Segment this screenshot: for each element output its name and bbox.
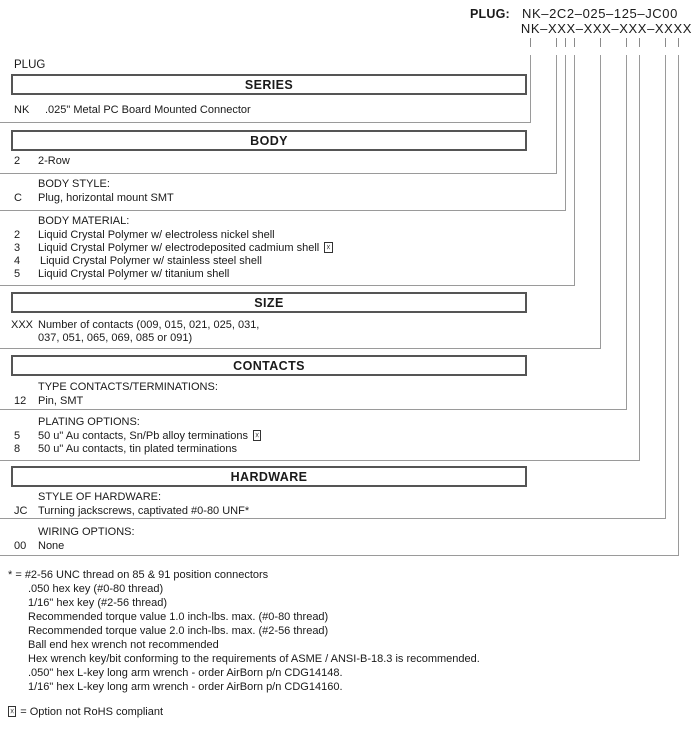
rule-body-material-bottom [0, 285, 575, 286]
desc-body-material-5-text: Liquid Crystal Polymer w/ titanium shell [38, 268, 230, 280]
rule-wiring-bottom [0, 555, 679, 556]
desc-plating-5: 50 u" Au contacts, Sn/Pb alloy terminati… [38, 430, 262, 442]
code-series-nk: NK [14, 104, 30, 116]
leader-line-hardware [665, 55, 666, 518]
desc-wiring-00: None [38, 540, 65, 552]
footnote-line-8: 1/16" hex L-key long arm wrench - order … [28, 681, 343, 693]
code-body-material-4: 4 [14, 255, 21, 267]
subheader-body-style: BODY STYLE: [38, 178, 110, 190]
tick-body-material [574, 38, 575, 47]
desc-contact-type-12: Pin, SMT [38, 395, 84, 407]
rule-body-row-bottom [0, 173, 557, 174]
subheader-body-material: BODY MATERIAL: [38, 215, 130, 227]
subheader-plating-options: PLATING OPTIONS: [38, 416, 140, 428]
leader-line-wiring [678, 55, 679, 555]
section-header-size: SIZE [11, 292, 527, 313]
tick-wiring [678, 38, 679, 47]
rule-series-bottom [0, 122, 531, 123]
desc-plating-8-text: 50 u" Au contacts, tin plated terminatio… [38, 443, 237, 455]
rule-hardware-bottom [0, 518, 666, 519]
code-plating-5: 5 [14, 430, 21, 442]
footnote-line-5: Ball end hex wrench not recommended [28, 639, 219, 651]
desc-body-material-4-text: Liquid Crystal Polymer w/ stainless stee… [40, 255, 262, 267]
code-hardware-jc: JC [14, 505, 28, 517]
tick-plating [639, 38, 640, 47]
subheader-hardware-style: STYLE OF HARDWARE: [38, 491, 162, 503]
desc-body-material-5: Liquid Crystal Polymer w/ titanium shell [38, 268, 229, 280]
footnote-line-2: 1/16" hex key (#2-56 thread) [28, 597, 168, 609]
rohs-legend-text: = Option not RoHS compliant [20, 706, 164, 718]
code-contact-type-12: 12 [14, 395, 27, 407]
part-number-label: PLUG: [470, 7, 510, 21]
desc-size-line2: 037, 051, 065, 069, 085 or 091) [38, 332, 193, 344]
tick-series [530, 38, 531, 47]
desc-body-material-2: Liquid Crystal Polymer w/ electroless ni… [38, 229, 275, 241]
tick-hardware [665, 38, 666, 47]
code-body-style-c: C [14, 192, 22, 204]
leader-line-body-style [565, 55, 566, 210]
footnote-line-3: Recommended torque value 1.0 inch-lbs. m… [28, 611, 329, 623]
part-number-example: NK–2C2–025–125–JC00 [522, 6, 678, 21]
part-number-header: PLUG: NK–2C2–025–125–JC00 NK–XXX–XXX–XXX… [470, 6, 692, 36]
leader-line-contact-type [626, 55, 627, 409]
rule-plating-bottom [0, 460, 640, 461]
plug-label: PLUG [14, 59, 46, 71]
tick-body-row [556, 38, 557, 47]
rohs-noncompliant-icon: ☓ [324, 242, 333, 253]
footnote-line-0: * = #2-56 UNC thread on 85 & 91 position… [8, 569, 269, 581]
desc-plating-5-text: 50 u" Au contacts, Sn/Pb alloy terminati… [38, 430, 248, 442]
desc-body-material-4: Liquid Crystal Polymer w/ stainless stee… [40, 255, 262, 267]
rohs-legend: ☓= Option not RoHS compliant [8, 706, 163, 718]
subheader-wiring-options: WIRING OPTIONS: [38, 526, 135, 538]
desc-body-material-2-text: Liquid Crystal Polymer w/ electroless ni… [38, 229, 275, 241]
part-number-template: NK–XXX–XXX–XXX–XXXX [520, 21, 692, 36]
code-body-2row: 2 [14, 155, 21, 167]
rule-contact-type-bottom [0, 409, 627, 410]
desc-plating-8: 50 u" Au contacts, tin plated terminatio… [38, 443, 237, 455]
leader-line-body-row [556, 55, 557, 173]
desc-hardware-jc: Turning jackscrews, captivated #0-80 UNF… [38, 505, 250, 517]
rule-size-bottom [0, 348, 601, 349]
desc-size-line1: Number of contacts (009, 015, 021, 025, … [38, 319, 260, 331]
section-header-contacts: CONTACTS [11, 355, 527, 376]
section-header-series: SERIES [11, 74, 527, 95]
desc-body-2row: 2-Row [38, 155, 70, 167]
code-size-xxx: XXX [11, 319, 34, 331]
desc-body-material-3: Liquid Crystal Polymer w/ electrodeposit… [38, 242, 333, 254]
rohs-noncompliant-icon: ☓ [252, 430, 262, 441]
section-header-body: BODY [11, 130, 527, 151]
code-body-material-5: 5 [14, 268, 21, 280]
section-header-hardware: HARDWARE [11, 466, 527, 487]
desc-body-style-c: Plug, horizontal mount SMT [38, 192, 174, 204]
rohs-noncompliant-icon: ☓ [8, 706, 17, 717]
code-plating-8: 8 [14, 443, 21, 455]
desc-series-nk: .025" Metal PC Board Mounted Connector [45, 104, 251, 116]
desc-body-material-3-text: Liquid Crystal Polymer w/ electrodeposit… [38, 242, 320, 254]
leader-line-series [530, 55, 531, 122]
footnote-line-4: Recommended torque value 2.0 inch-lbs. m… [28, 625, 329, 637]
part-number-example-row: PLUG: NK–2C2–025–125–JC00 [470, 6, 692, 21]
code-body-material-2: 2 [14, 229, 21, 241]
rule-body-style-bottom [0, 210, 566, 211]
part-number-template-row: NK–XXX–XXX–XXX–XXXX [470, 21, 692, 36]
footnote-line-1: .050 hex key (#0-80 thread) [28, 583, 164, 595]
leader-line-size [600, 55, 601, 348]
leader-line-body-material [574, 55, 575, 285]
leader-line-plating [639, 55, 640, 460]
footnote-line-6: Hex wrench key/bit conforming to the req… [28, 653, 480, 665]
code-body-material-3: 3 [14, 242, 21, 254]
code-wiring-00: 00 [14, 540, 27, 552]
tick-body-style [565, 38, 566, 47]
tick-size [600, 38, 601, 47]
subheader-contact-type: TYPE CONTACTS/TERMINATIONS: [38, 381, 218, 393]
footnote-line-7: .050" hex L-key long arm wrench - order … [28, 667, 343, 679]
tick-contact-type [626, 38, 627, 47]
